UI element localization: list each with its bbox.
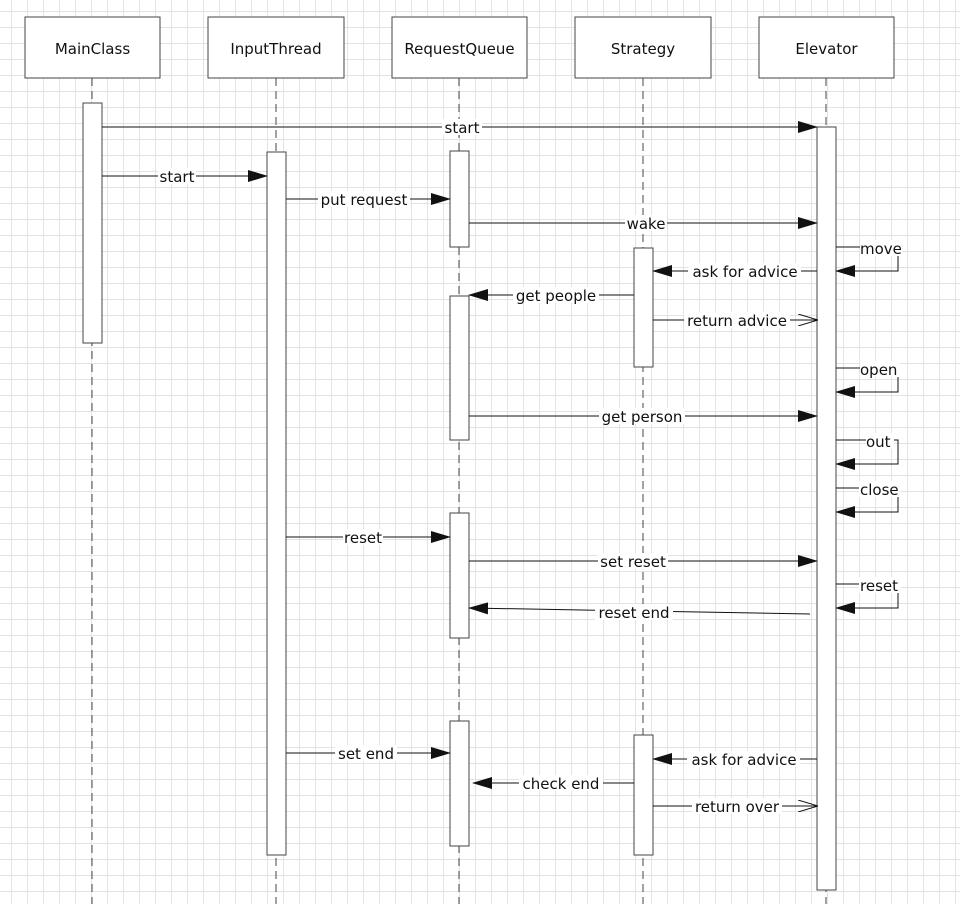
message-label: start — [160, 168, 195, 186]
message-label: put request — [321, 191, 408, 209]
participant-inputthread: InputThread — [207, 16, 345, 79]
message-labels: start start put request wake move ask fo… — [158, 119, 902, 816]
message-label: move — [860, 240, 902, 258]
message-label: wake — [627, 215, 666, 233]
activation-inputthread — [266, 151, 287, 856]
activations — [82, 102, 837, 891]
participant-mainclass: MainClass — [24, 16, 161, 79]
message-label: open — [860, 361, 897, 379]
message-label: reset — [860, 577, 898, 595]
messages — [102, 121, 899, 806]
activation-requestqueue-1 — [449, 150, 470, 248]
activation-strategy-1 — [633, 247, 654, 368]
message-label: start — [445, 119, 480, 137]
message-label: return advice — [687, 312, 787, 330]
message-label: check end — [523, 775, 600, 793]
message-label: ask for advice — [692, 263, 797, 281]
message-label: get people — [516, 287, 596, 305]
message-label: ask for advice — [691, 751, 796, 769]
participant-strategy-label: Strategy — [611, 40, 675, 58]
message-label: set reset — [600, 553, 666, 571]
message-label: set end — [338, 745, 394, 763]
message-label: get person — [602, 408, 683, 426]
participant-mainclass-label: MainClass — [55, 40, 130, 58]
participant-requestqueue: RequestQueue — [391, 16, 528, 79]
message-label: close — [860, 481, 899, 499]
participant-elevator-label: Elevator — [795, 40, 858, 58]
activation-strategy-2 — [633, 734, 654, 856]
participant-inputthread-label: InputThread — [230, 40, 321, 58]
activation-requestqueue-3 — [449, 512, 470, 639]
message-label: out — [866, 433, 891, 451]
activation-requestqueue-2 — [449, 295, 470, 441]
participant-elevator: Elevator — [758, 16, 895, 79]
activation-requestqueue-4 — [449, 720, 470, 847]
participant-strategy: Strategy — [574, 16, 712, 79]
activation-elevator — [816, 126, 837, 891]
message-label: return over — [695, 798, 780, 816]
participant-requestqueue-label: RequestQueue — [404, 40, 514, 58]
activation-mainclass — [82, 102, 103, 344]
message-label: reset — [344, 529, 382, 547]
message-label: reset end — [598, 604, 669, 622]
